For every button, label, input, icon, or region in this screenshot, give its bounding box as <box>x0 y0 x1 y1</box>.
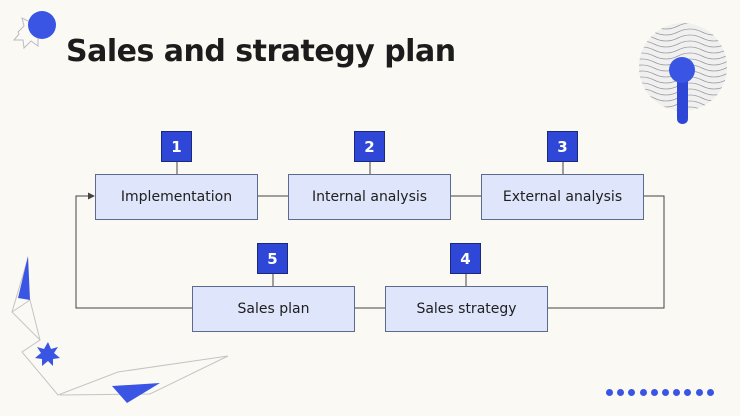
page-title: Sales and strategy plan <box>66 34 456 69</box>
step-box-implementation: Implementation <box>95 174 258 220</box>
geometric-lines-decoration <box>11 256 229 403</box>
dot-icon <box>673 389 681 396</box>
dot-icon <box>650 389 658 396</box>
step-box-internal-analysis: Internal analysis <box>288 174 451 220</box>
step-number-badge: 2 <box>354 131 385 162</box>
dot-icon <box>606 389 613 396</box>
dot-icon <box>706 389 714 396</box>
step-number-badge: 5 <box>257 243 288 274</box>
step-number-badge: 4 <box>450 243 481 274</box>
step-box-sales-strategy: Sales strategy <box>385 286 548 332</box>
connector-lines <box>75 161 665 309</box>
star-icon <box>35 342 60 366</box>
step-box-sales-plan: Sales plan <box>192 286 355 332</box>
step-number-badge: 1 <box>161 131 192 162</box>
dot-icon <box>639 389 647 396</box>
dot-icon <box>695 389 703 396</box>
dot-row-decoration <box>606 389 714 396</box>
dot-icon <box>628 389 636 396</box>
dot-icon <box>661 389 669 396</box>
blue-circle-decoration <box>28 11 56 39</box>
wave-circle-decoration <box>639 23 727 124</box>
dot-icon <box>617 389 625 396</box>
dot-icon <box>684 389 692 396</box>
step-number-badge: 3 <box>547 131 578 162</box>
step-box-external-analysis: External analysis <box>481 174 644 220</box>
